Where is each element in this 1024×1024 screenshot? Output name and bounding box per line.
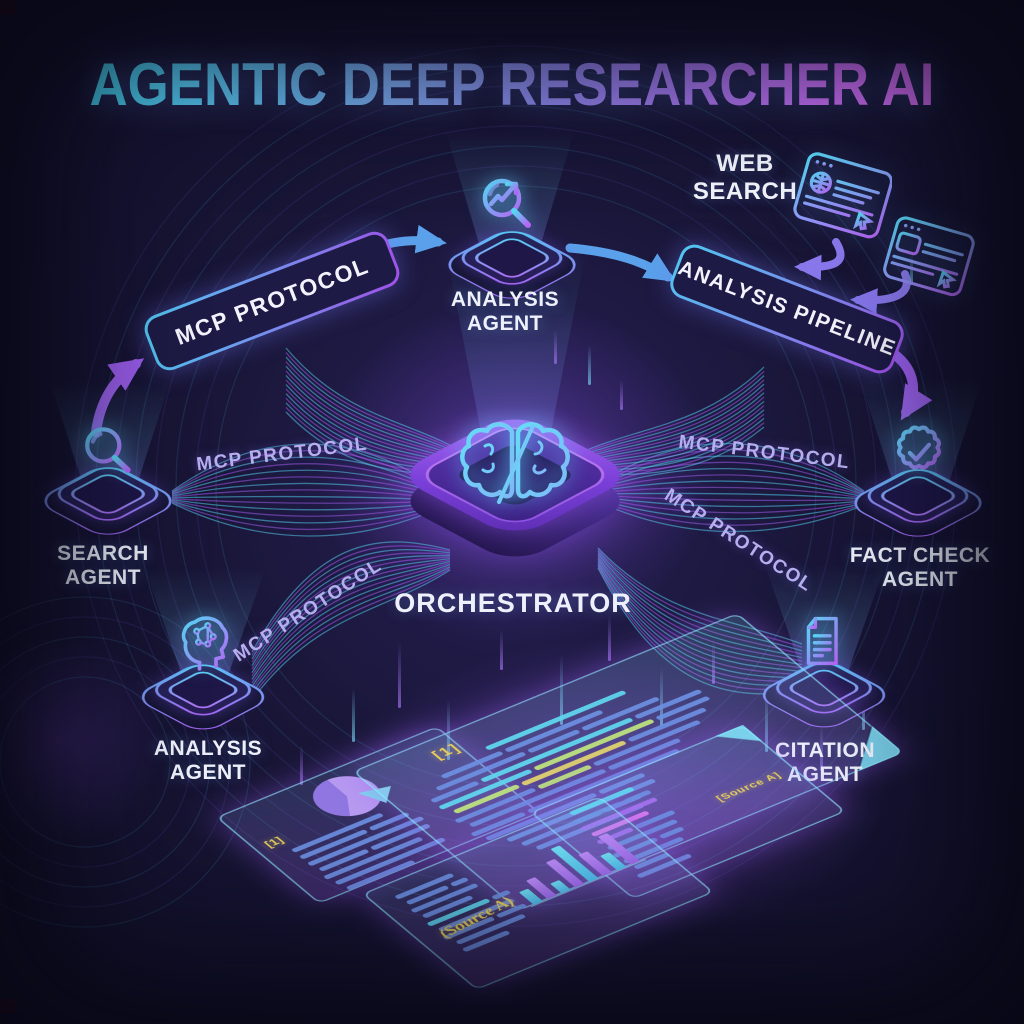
mcp-ribbon-strand [593,480,865,498]
citation-agent-label: CITATION AGENT [774,739,876,786]
mcp-ribbon-strand [593,467,865,496]
magnifier-trend-icon [482,178,531,228]
mcp-ribbon-strand [593,486,865,499]
page-title: AGENTIC DEEP RESEARCHER AI [61,50,962,119]
mcp-ribbon-strand [171,500,443,524]
mcp-ribbon-strand [171,482,443,499]
mcp-ribbon-strand [593,496,865,514]
analysis-agent-bottom-label: ANALYSIS AGENT [153,737,263,784]
orchestrator-label: ORCHESTRATOR [394,588,632,618]
cursor-icon [936,269,958,289]
mcp-ribbon-strand [593,494,865,502]
browser-image-icon [883,216,975,297]
mcp-ribbon-strand [171,502,443,537]
mcp-ribbon-strand [171,498,443,511]
mcp-connection-label-right-top: MCP PROTOCOL [677,431,852,474]
mcp-ribbon-strand [171,495,443,501]
browser-globe-icon [793,152,892,239]
search-agent-label: SEARCH AGENT [57,542,149,589]
mcp-ribbon-strand [171,489,443,500]
mcp-connection-label-right-bottom: MCP PROTOCOL [660,484,817,597]
arrow-pipeline-to-factcheck [889,349,933,421]
mcp-ribbon-strand [593,474,865,497]
mcp-connection-label-left-bottom: MCP PROTOCOL [229,554,387,667]
mcp-connection-label-left-top: MCP PROTOCOL [195,433,370,476]
light-streak [588,345,591,385]
arrow-analysis-to-pipeline [565,243,676,282]
web-search-line2: SEARCH [692,177,798,205]
light-streak [608,615,611,661]
mcp-ribbon-strand [593,497,865,520]
corner-artifact [0,0,15,15]
fact-check-agent-label: FACT CHECK AGENT [849,544,991,591]
web-search-label: WEB SEARCH [680,150,810,206]
light-streak [398,642,401,708]
light-streak [500,630,503,670]
verified-badge-icon [896,425,942,470]
corner-artifact [0,999,15,1014]
mcp-ribbon-strand [171,499,443,517]
mcp-protocol-banner: MCP PROTOCOL [140,227,404,375]
cursor-icon [852,210,875,231]
mcp-ribbon-strand [593,492,865,500]
mcp-ribbon-strand [285,347,469,456]
pipeline-banner-label: ANALYSIS PIPELINE [675,256,900,361]
light-streak [554,330,557,364]
mcp-ribbon-strand [593,495,865,508]
analysis-agent-top-label: ANALYSIS AGENT [450,288,560,335]
mcp-ribbon-strand [171,498,443,504]
analysis-pipeline-banner: ANALYSIS PIPELINE [665,240,909,378]
brain-chip-icon [460,422,570,504]
bar-chart-bar [550,879,571,894]
mcp-ribbon-strand [171,476,443,498]
light-streak [620,380,623,410]
mcp-ribbon-strand [171,501,443,531]
light-streak [352,688,355,742]
document-icon [806,616,838,666]
head-circuit-icon [181,616,229,671]
magnifier-icon [85,427,131,473]
web-search-line1: WEB [716,150,774,177]
